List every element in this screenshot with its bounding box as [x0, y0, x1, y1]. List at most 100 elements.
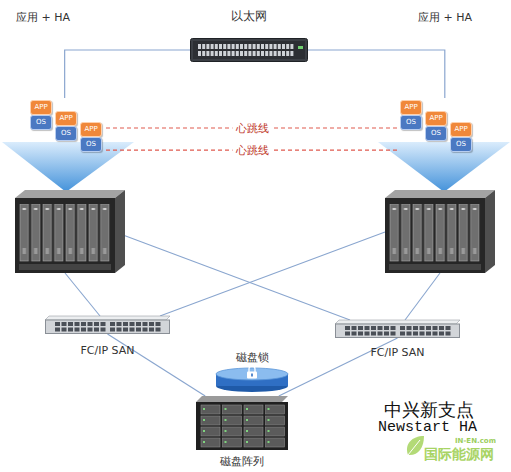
- ethernet-switch-shape-part: [278, 51, 281, 56]
- ethernet-switch-shape-part: [261, 44, 264, 49]
- san-switch: FC/IP SAN: [45, 316, 170, 334]
- disk-array-shape-part: [225, 441, 227, 443]
- san-switch-shape-part: [365, 326, 370, 330]
- watermark-text: IN-EN.com: [455, 437, 496, 445]
- san-switch-shape-part: [446, 326, 451, 330]
- san-switch-shape-part: [439, 326, 444, 330]
- os-box: OS: [55, 126, 77, 141]
- app-box: APP: [450, 122, 472, 137]
- san-switch-shape-part: [384, 326, 389, 330]
- disk-array-shape-part: [196, 396, 288, 402]
- watermark-logo: [407, 436, 424, 455]
- ethernet-switch-shape-part: [253, 51, 256, 56]
- app-box: APP: [400, 100, 422, 115]
- ethernet-switch-shape-part: [240, 51, 243, 56]
- san-switch-shape-part: [378, 326, 383, 330]
- ethernet-switch-shape-part: [286, 51, 289, 56]
- os-box: OS: [425, 126, 447, 141]
- san-switch-shape-part: [75, 322, 80, 326]
- san-switch-shape-part: [136, 322, 141, 326]
- disk-array-shape-part: [203, 419, 205, 421]
- san-switch-shape-part: [407, 326, 412, 330]
- blade-server: [385, 190, 495, 273]
- san-switch-shape-part: [136, 328, 141, 332]
- san-switch-shape-part: [433, 326, 438, 330]
- san-switch-shape-part: [110, 328, 115, 332]
- ethernet-switch-shape-part: [191, 39, 308, 62]
- san-switch-shape-part: [88, 328, 93, 332]
- san-switch-shape-part: [94, 322, 99, 326]
- watermark-logo-part: [407, 436, 424, 455]
- node-label: 磁盘阵列: [196, 454, 288, 469]
- disk-array-shape-part: [244, 416, 263, 425]
- ethernet-switch-shape-part: [244, 51, 247, 56]
- ethernet-switch-shape-part: [236, 51, 239, 56]
- san-switch-shape-part: [62, 322, 67, 326]
- disk-array-shape-part: [266, 427, 285, 436]
- disk-array-shape-part: [244, 405, 263, 414]
- disk-array-shape-part: [246, 419, 248, 421]
- disk-array-shape-part: [203, 408, 205, 410]
- san-switch-shape-part: [413, 332, 418, 336]
- vm-label: OS: [56, 127, 76, 140]
- san-switch-shape-part: [143, 322, 148, 326]
- disk-array-shape-part: [225, 408, 227, 410]
- blade-server-part: [15, 198, 115, 273]
- network-link: [308, 50, 445, 98]
- blade-server: [15, 190, 125, 273]
- san-switch-shape-part: [117, 328, 122, 332]
- disk-lock-shape-part: [216, 368, 288, 380]
- ethernet-switch-shape-part: [265, 51, 268, 56]
- disk-array-shape-part: [246, 408, 248, 410]
- san-switch-shape-part: [149, 322, 154, 326]
- san-switch-shape-part: [365, 332, 370, 336]
- vm-label: APP: [81, 123, 101, 136]
- vm-label: OS: [451, 138, 471, 151]
- blade-server-part: [485, 190, 495, 273]
- ethernet-switch-shape-part: [274, 51, 277, 56]
- ethernet-switch-shape: [190, 38, 308, 62]
- ethernet-switch-shape-part: [206, 51, 209, 56]
- san-switch-shape-part: [81, 322, 86, 326]
- disk-array-shape-part: [201, 438, 220, 447]
- vm-label: APP: [31, 101, 51, 114]
- node-label: 应用 + HA: [400, 10, 490, 25]
- san-switch-shape-part: [413, 326, 418, 330]
- disk-array-shape-part: [201, 405, 220, 414]
- san-switch-shape-part: [45, 316, 170, 320]
- network-link: [65, 50, 190, 98]
- disk-array-shape-part: [225, 430, 227, 432]
- node-label: 以太网: [190, 8, 308, 25]
- san-switch-shape-part: [358, 326, 363, 330]
- disk-array-shape-part: [268, 408, 270, 410]
- disk-array-shape-part: [223, 416, 242, 425]
- ethernet-switch-shape-part: [244, 44, 247, 49]
- ethernet-switch-shape-part: [240, 44, 243, 49]
- watermark-logo-part: [408, 440, 420, 455]
- san-switch-shape-part: [400, 326, 405, 330]
- san-switch-shape-part: [352, 332, 357, 336]
- vm-platform: [378, 142, 510, 192]
- san-switch-shape-part: [420, 326, 425, 330]
- app-box: APP: [80, 122, 102, 137]
- ethernet-switch-shape-part: [193, 41, 305, 59]
- san-switch-shape-part: [110, 322, 115, 326]
- ethernet-switch-shape-part: [223, 44, 226, 49]
- disk-array-shape-part: [223, 438, 242, 447]
- ethernet-switch: 以太网: [190, 38, 308, 62]
- ethernet-switch-shape-part: [286, 44, 289, 49]
- app-box: APP: [55, 111, 77, 126]
- disk-array-shape-part: [268, 419, 270, 421]
- vm-group: 应用 + HAAPPOSAPPOSAPPOS: [398, 98, 476, 158]
- san-switch-shape-part: [55, 322, 60, 326]
- san-switch-shape-part: [400, 332, 405, 336]
- san-switch-shape-part: [55, 328, 60, 332]
- disk-array-shape-part: [246, 430, 248, 432]
- vm-platform: [2, 142, 134, 192]
- vm-label: APP: [401, 101, 421, 114]
- disk-array-shape-part: [225, 419, 227, 421]
- san-switch-shape-part: [378, 332, 383, 336]
- os-box: OS: [450, 137, 472, 152]
- san-switch-shape-part: [371, 326, 376, 330]
